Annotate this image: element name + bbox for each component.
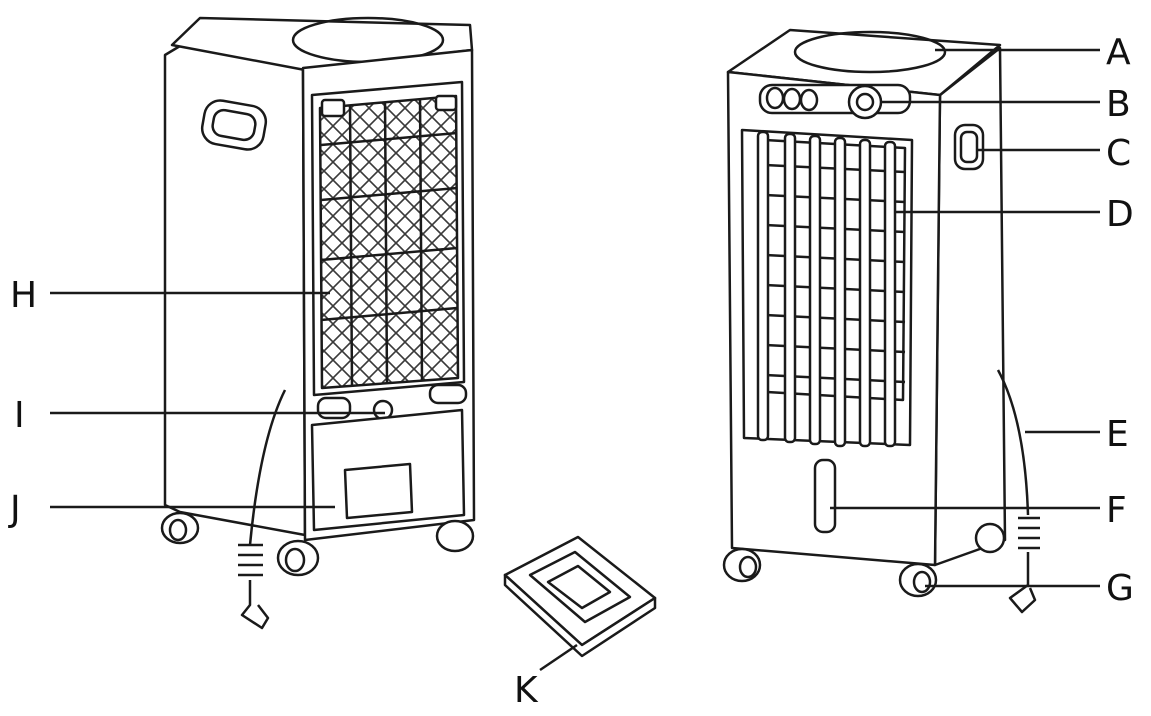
- ice-pack-k: [503, 535, 657, 658]
- label-f: F: [1106, 490, 1127, 531]
- label-d: D: [1106, 194, 1134, 235]
- front-view-unit: [722, 28, 1040, 614]
- front-power-cord: [996, 369, 1030, 516]
- front-wheels: [722, 522, 1006, 598]
- label-e: E: [1106, 414, 1129, 455]
- front-water-level-window: [813, 458, 837, 534]
- label-k: K: [514, 670, 539, 711]
- back-wheels: [160, 511, 475, 577]
- callout-labels: A B C D E F G H I J K: [8, 32, 1134, 711]
- front-louvre-grille: [740, 128, 914, 448]
- label-j: J: [8, 489, 21, 530]
- back-view-unit: [160, 16, 476, 630]
- label-h: H: [10, 275, 37, 316]
- label-g: G: [1106, 568, 1134, 609]
- label-c: C: [1106, 133, 1131, 174]
- leader-lines: [50, 48, 1100, 672]
- label-a: A: [1106, 32, 1131, 73]
- label-i: I: [14, 395, 25, 436]
- front-control-panel: [758, 83, 912, 120]
- back-power-cord: [248, 389, 287, 546]
- label-b: B: [1106, 84, 1131, 125]
- leader-k: [539, 643, 578, 672]
- back-filter-mesh: [318, 94, 460, 390]
